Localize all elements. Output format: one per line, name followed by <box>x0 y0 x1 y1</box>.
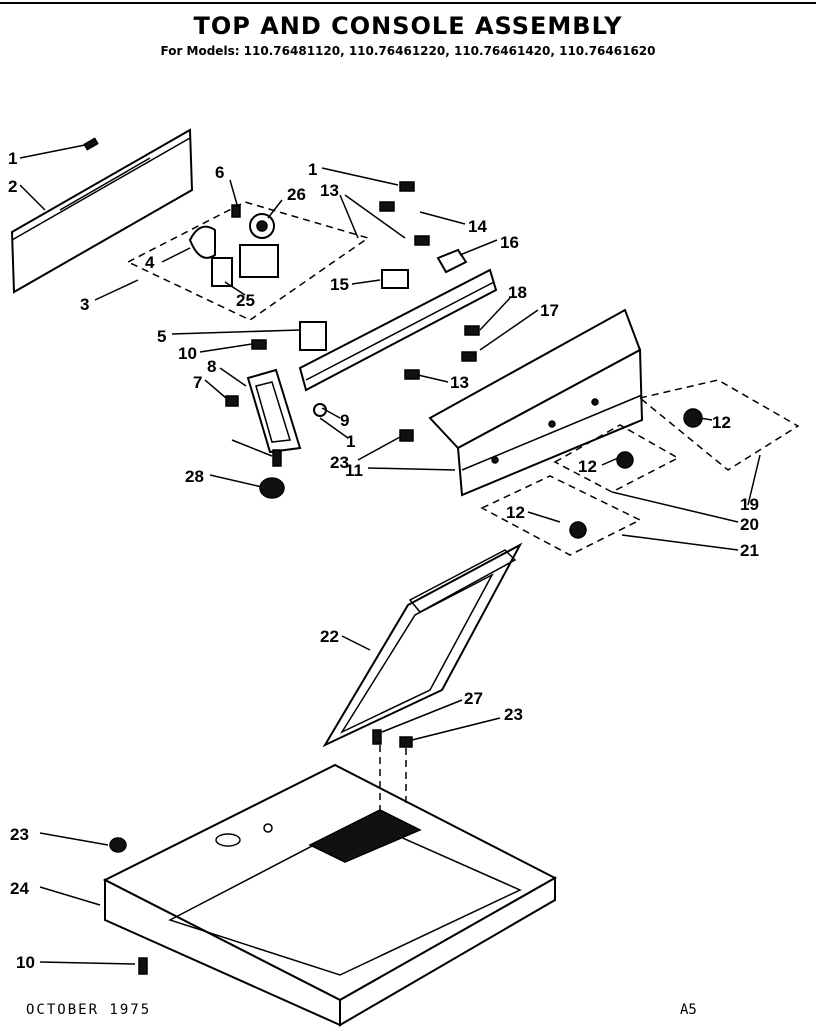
part-22-door <box>322 542 523 748</box>
part-12-knob <box>683 408 703 428</box>
callout-11: 11 <box>345 461 363 480</box>
footer-date: OCTOBER 1975 <box>26 1002 152 1018</box>
callout-7: 7 <box>193 373 202 392</box>
callout-16: 16 <box>500 233 519 252</box>
callout-17: 17 <box>540 301 559 320</box>
callout-4: 4 <box>145 253 155 272</box>
part-24-top <box>102 745 558 1027</box>
part-10-screw <box>138 957 148 975</box>
part-12-knob-2 <box>616 451 634 469</box>
callout-26: 26 <box>287 185 306 204</box>
callout-13b: 13 <box>450 373 469 392</box>
part-4-switch <box>188 225 216 259</box>
callout-23: 23 <box>330 453 349 472</box>
callout-10b: 10 <box>16 953 35 972</box>
part-12-knob-3 <box>569 521 587 539</box>
part-19-panel <box>638 379 800 471</box>
page-title: TOP AND CONSOLE ASSEMBLY <box>193 12 623 40</box>
part-21-panel <box>480 475 642 556</box>
callout-14: 14 <box>468 217 487 236</box>
part-26-timer <box>239 244 279 278</box>
callout-9: 9 <box>340 411 349 430</box>
callout-28: 28 <box>185 467 204 486</box>
callout-20: 20 <box>740 515 759 534</box>
part-11-console <box>428 308 644 497</box>
part-25-terminal <box>211 257 233 287</box>
part-8-bezel <box>225 339 327 454</box>
callout-8: 8 <box>207 357 216 376</box>
part-23-plug <box>109 837 127 853</box>
part-5-bracket <box>299 321 327 351</box>
callout-1c: 1 <box>346 432 355 451</box>
callout-21: 21 <box>740 541 759 560</box>
callout-23c: 23 <box>10 825 29 844</box>
callout-15: 15 <box>330 275 349 294</box>
callout-1b: 1 <box>308 160 317 179</box>
part-16-clip <box>436 248 468 274</box>
callout-12: 12 <box>712 413 731 432</box>
part-28-knob <box>259 477 285 499</box>
callout-5: 5 <box>157 327 166 346</box>
callout-10: 10 <box>178 344 197 363</box>
callout-13: 13 <box>320 181 339 200</box>
part-2-panel <box>10 128 194 294</box>
part-23-nut-2 <box>399 736 413 748</box>
callout-labels: 1 2 3 4 5 6 25 26 1 13 14 16 15 18 17 10… <box>8 149 759 972</box>
part-27-screw <box>372 729 382 745</box>
callout-2: 2 <box>8 177 17 196</box>
console-rail <box>298 181 498 392</box>
part-23-nut <box>399 429 414 442</box>
callout-27: 27 <box>464 689 483 708</box>
callout-12c: 12 <box>506 503 525 522</box>
callout-1: 1 <box>8 149 17 168</box>
callout-3: 3 <box>80 295 89 314</box>
callout-24: 24 <box>10 879 29 898</box>
callout-23b: 23 <box>504 705 523 724</box>
part-1-screw <box>272 449 282 467</box>
models-line: For Models: 110.76481120, 110.76461220, … <box>160 44 656 58</box>
callout-25: 25 <box>236 291 255 310</box>
part-3-plate <box>126 201 370 321</box>
part-15-clip <box>381 269 409 289</box>
footer-code: A5 <box>680 1002 697 1018</box>
leader-lines <box>19 144 761 965</box>
part-20-panel <box>553 424 680 493</box>
callout-18: 18 <box>508 283 527 302</box>
callout-12b: 12 <box>578 457 597 476</box>
callout-6: 6 <box>215 163 224 182</box>
callout-19: 19 <box>740 495 759 514</box>
callout-22: 22 <box>320 627 339 646</box>
